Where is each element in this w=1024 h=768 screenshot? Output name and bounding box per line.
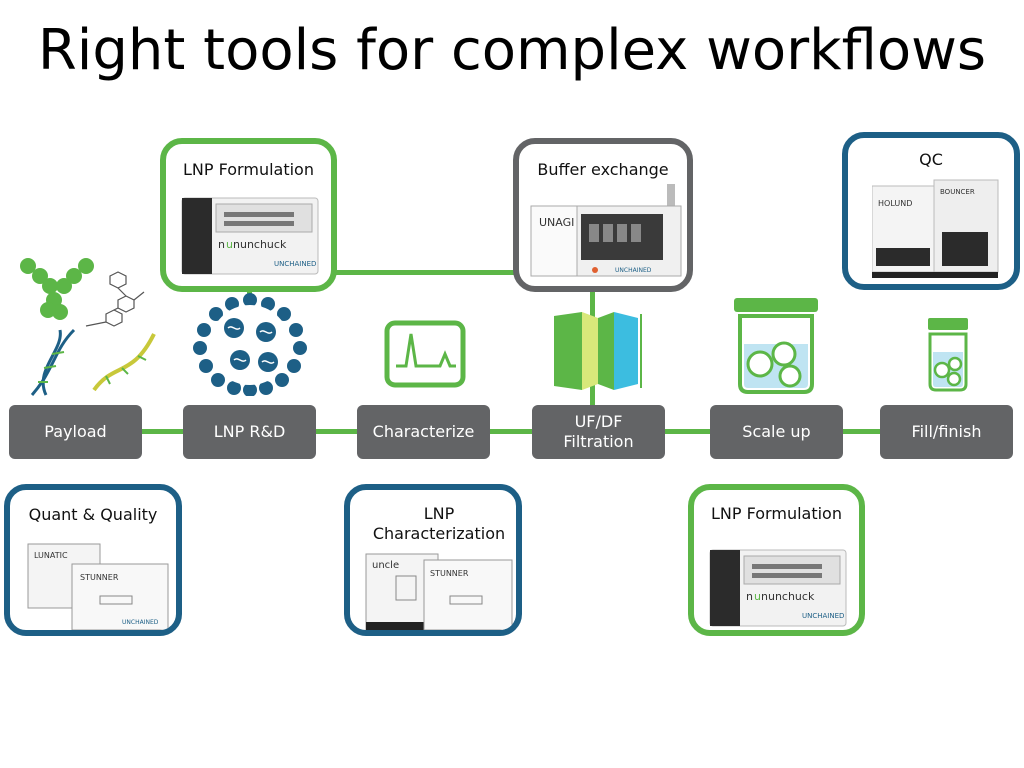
card-lnp-formulation-bottom[interactable]: LNP Formulation n u nunchuck UNCHAINED bbox=[688, 484, 865, 636]
unchained-text: UNCHAINED bbox=[122, 619, 159, 626]
step-label: Fill/finish bbox=[911, 422, 982, 441]
filtration-icon bbox=[554, 312, 642, 390]
svg-text:n: n bbox=[746, 590, 753, 603]
chromatogram-icon bbox=[384, 320, 466, 388]
step-ufdf-filtration[interactable]: UF/DF Filtration bbox=[532, 405, 665, 459]
nunchuck-instrument-icon: n u nunchuck UNCHAINED bbox=[181, 197, 319, 275]
step-lnp-rd[interactable]: LNP R&D bbox=[183, 405, 316, 459]
unchained-text: UNCHAINED bbox=[274, 260, 316, 268]
stunner-text: STUNNER bbox=[430, 569, 469, 578]
lnp-particle-icon bbox=[193, 293, 307, 396]
nunchuck-text: nunchuck bbox=[761, 590, 815, 603]
card-label: LNP Formulation bbox=[711, 504, 842, 523]
card-label: Quant & Quality bbox=[28, 505, 158, 524]
card-buffer-exchange[interactable]: Buffer exchange UNAGI UNCHAINED bbox=[513, 138, 693, 292]
card-label: QC bbox=[919, 150, 943, 169]
unagi-text: UNAGI bbox=[539, 216, 574, 229]
lunatic-text: LUNATIC bbox=[34, 551, 68, 560]
card-lnp-characterization[interactable]: LNP Characterization uncle STUNNER bbox=[344, 484, 522, 636]
step-label: Characterize bbox=[372, 422, 475, 441]
step-characterize[interactable]: Characterize bbox=[357, 405, 490, 459]
uncle-stunner-instrument-icon: uncle STUNNER bbox=[365, 553, 513, 630]
lunatic-stunner-instrument-icon: LUNATIC STUNNER UNCHAINED bbox=[27, 543, 169, 630]
card-label: LNP Formulation bbox=[183, 160, 314, 179]
bouncer-instrument-icon: HOLUND BOUNCER bbox=[872, 179, 999, 278]
nunchuck-instrument-icon: n u nunchuck UNCHAINED bbox=[709, 549, 847, 627]
svg-text:u: u bbox=[226, 238, 233, 251]
nunchuck-text: nunchuck bbox=[233, 238, 287, 251]
step-label: Scale up bbox=[742, 422, 811, 441]
svg-text:u: u bbox=[754, 590, 761, 603]
card-lnp-formulation-top[interactable]: LNP Formulation n u nunchuck UNCHAINED bbox=[160, 138, 337, 292]
page-title: Right tools for complex workflows bbox=[37, 18, 987, 83]
bouncer-text: BOUNCER bbox=[940, 188, 975, 196]
step-label: Payload bbox=[44, 422, 107, 441]
formulation-connector bbox=[330, 270, 592, 275]
svg-text:n: n bbox=[218, 238, 225, 251]
card-quant-quality[interactable]: Quant & Quality LUNATIC STUNNER UNCHAINE… bbox=[4, 484, 182, 636]
card-qc[interactable]: QC HOLUND BOUNCER bbox=[842, 132, 1020, 290]
payload-molecules-icon bbox=[20, 258, 156, 396]
unagi-instrument-icon: UNAGI UNCHAINED bbox=[530, 184, 682, 277]
step-label: UF/DF Filtration bbox=[563, 412, 634, 451]
fill-finish-vial-icon bbox=[928, 318, 968, 392]
step-payload[interactable]: Payload bbox=[9, 405, 142, 459]
scale-up-jar-icon bbox=[734, 298, 818, 394]
step-label: LNP R&D bbox=[213, 422, 286, 441]
uncle-text: uncle bbox=[372, 560, 399, 571]
workflow-line bbox=[70, 429, 950, 434]
card-label: Buffer exchange bbox=[537, 160, 669, 179]
step-scale-up[interactable]: Scale up bbox=[710, 405, 843, 459]
step-fill-finish[interactable]: Fill/finish bbox=[880, 405, 1013, 459]
card-label: LNP Characterization bbox=[372, 504, 506, 543]
holund-text: HOLUND bbox=[878, 199, 912, 208]
stunner-text: STUNNER bbox=[80, 573, 119, 582]
unchained-text: UNCHAINED bbox=[802, 612, 844, 620]
unchained-text: UNCHAINED bbox=[615, 267, 652, 274]
